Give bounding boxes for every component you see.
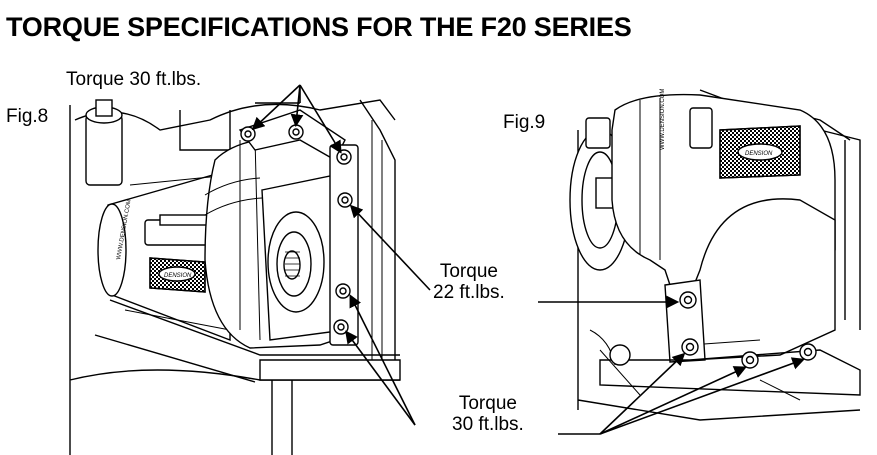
fig8-plate-text: DENSION bbox=[164, 273, 192, 279]
fig8-leaders bbox=[251, 84, 431, 426]
fig8-callout-top: Torque 30 ft.lbs. bbox=[66, 69, 202, 90]
svg-text:WWW.DENSION.COM: WWW.DENSION.COM bbox=[660, 89, 666, 150]
callout-bottom-line2: 30 ft.lbs. bbox=[452, 413, 524, 435]
fig9-callout-bottom: Torque 30 ft.lbs. bbox=[452, 393, 524, 436]
fig8-callout-mid: Torque 22 ft.lbs. bbox=[433, 261, 505, 304]
fig8-label: Fig.8 bbox=[6, 106, 49, 127]
callout-mid-line2: 22 ft.lbs. bbox=[433, 281, 505, 303]
callout-mid-line1: Torque bbox=[439, 261, 498, 282]
fig9-label: Fig.9 bbox=[503, 112, 546, 133]
callout-bottom-line1: Torque bbox=[458, 393, 517, 414]
fig9-leaders bbox=[538, 295, 806, 435]
page-title: TORQUE SPECIFICATIONS FOR THE F20 SERIES bbox=[6, 12, 632, 42]
fig9-bolts bbox=[679, 291, 817, 369]
fig9-plate-text: DENSION bbox=[745, 151, 773, 157]
fig8-bolts bbox=[240, 124, 353, 335]
fig8-drawing: WWW.DENSION.COM DENSION bbox=[69, 99, 401, 455]
fig9-drawing: WWW.DENSION.COM DENSION bbox=[569, 89, 861, 421]
